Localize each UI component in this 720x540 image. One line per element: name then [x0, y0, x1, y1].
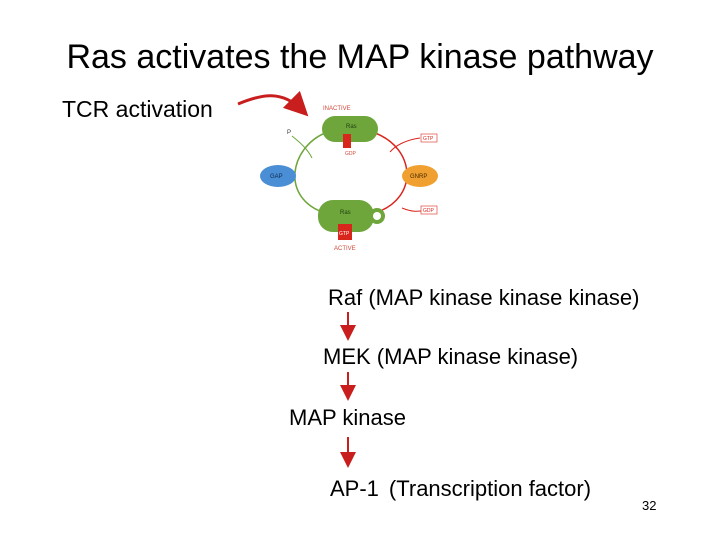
gdp-out-label: GDP: [423, 208, 435, 214]
transcription-factor-note: (Transcription factor): [388, 476, 592, 501]
gtp-in-tag: [420, 133, 438, 143]
tcr-activation-label: TCR activation: [62, 96, 213, 122]
slide-title: Ras activates the MAP kinase pathway: [66, 38, 654, 76]
ras-cycle-diagram: INACTIVE Ras GDP GAP P GNRP GTP GDP Ras …: [260, 106, 438, 252]
gap-enzyme: [260, 165, 296, 187]
gnrp-enzyme: [402, 165, 438, 187]
inactive-label: INACTIVE: [323, 106, 351, 112]
bottom-gtp-label: GTP: [339, 231, 350, 237]
phosphate-arc: [291, 135, 313, 159]
page-number: 32: [642, 498, 657, 513]
gap-label: GAP: [270, 174, 283, 180]
gtp-in-label: GTP: [423, 136, 434, 142]
bottom-ras-protein: [318, 200, 374, 232]
left-cycle-arc: [294, 132, 326, 214]
top-gdp-block: [343, 134, 351, 148]
top-ras-label: Ras: [346, 124, 357, 130]
gdp-out-tag: [420, 205, 438, 215]
ap1-label: AP-1: [330, 476, 379, 501]
bottom-gtp-block: [338, 224, 352, 240]
cascade-step-mek: MEK (MAP kinase kinase): [323, 344, 579, 369]
tcr-to-ras-arrow: [237, 90, 309, 117]
cascade-step-mapk: MAP kinase: [289, 405, 406, 430]
ras-binding-pocket-inner: [373, 212, 381, 220]
top-ras-protein: [322, 116, 378, 142]
cascade-step-raf: Raf (MAP kinase kinase kinase): [328, 285, 640, 310]
right-cycle-arc: [374, 132, 408, 214]
cascade-step-ap1: AP-1 (Transcription factor): [330, 476, 591, 502]
bottom-ras-label: Ras: [340, 210, 351, 216]
gnrp-label: GNRP: [410, 174, 427, 180]
gtp-in-arc: [389, 137, 421, 153]
phosphate-label: P: [287, 130, 291, 136]
active-label: ACTIVE: [334, 246, 356, 252]
top-gdp-label: GDP: [345, 151, 357, 157]
